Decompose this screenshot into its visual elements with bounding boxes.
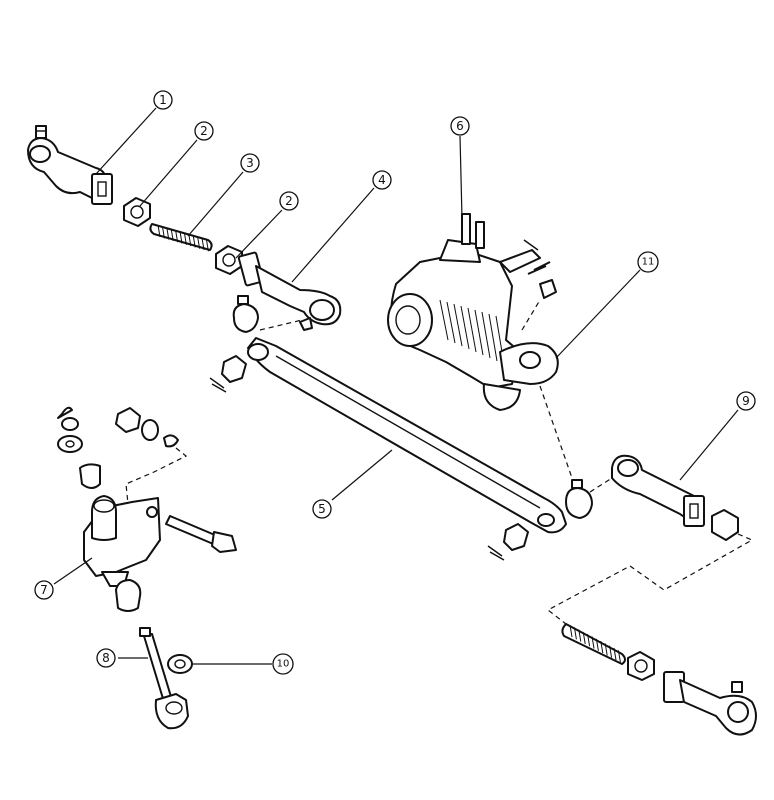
shading-line (453, 303, 463, 347)
svg-text:11: 11 (642, 257, 655, 268)
thread-line (175, 230, 179, 243)
leader-lines (53, 107, 739, 665)
center-link (209, 295, 593, 561)
callout-5: 5 (312, 499, 332, 519)
thread-line (188, 234, 192, 247)
thread-line (595, 638, 599, 651)
thread-line (600, 641, 604, 654)
thread-line (613, 647, 617, 661)
thread-line (578, 629, 582, 642)
callout-3: 3 (240, 153, 260, 173)
steering-gear-box (387, 213, 557, 411)
pitman-arm (499, 342, 559, 385)
adjusting-tube-right (561, 623, 626, 665)
thread-line (573, 627, 577, 640)
idler-bushing (167, 654, 193, 674)
lock-nut-upper (123, 197, 151, 227)
tie-rod-end-lower-right (663, 671, 757, 736)
lock-nut-right (627, 651, 655, 681)
adjusting-tube (149, 223, 213, 252)
svg-text:7: 7 (40, 583, 48, 597)
thread-line (170, 228, 174, 241)
svg-text:1: 1 (159, 93, 167, 107)
tie-rod-end-right (611, 454, 739, 541)
shading-line (467, 307, 477, 353)
callout-8: 8 (96, 648, 116, 668)
thread-line (569, 624, 573, 638)
assembly-lines (125, 299, 754, 625)
callout-11: 11 (637, 251, 659, 273)
shading-line (474, 309, 484, 356)
svg-text:2: 2 (200, 124, 208, 138)
callout-6: 6 (450, 116, 470, 136)
callout-4: 4 (372, 170, 392, 190)
callout-7: 7 (34, 580, 54, 600)
shading-line (460, 305, 470, 350)
thread-line (617, 650, 621, 663)
shading-line (481, 311, 491, 359)
callout-9: 9 (736, 391, 756, 411)
callout-2-upper: 2 (194, 121, 214, 141)
thread-line (183, 232, 187, 245)
thread-line (197, 236, 201, 249)
shading-line (439, 299, 449, 341)
idler-arm-bracket (83, 495, 161, 587)
callout-2-lower: 2 (279, 191, 299, 211)
svg-text:3: 3 (246, 156, 254, 170)
svg-text:8: 8 (102, 651, 110, 665)
thread-line (179, 231, 183, 244)
svg-text:5: 5 (318, 502, 326, 516)
thread-line (205, 239, 209, 252)
thread-line (192, 235, 196, 248)
thread-line (609, 645, 613, 658)
thread-line (604, 643, 608, 656)
shading-line (488, 313, 498, 362)
svg-text:2: 2 (285, 194, 293, 208)
svg-text:10: 10 (277, 659, 290, 670)
thread-line (157, 224, 161, 238)
thread-line (161, 226, 165, 239)
tie-rod-end-left-top (27, 125, 113, 205)
lock-nut-lower (215, 245, 243, 275)
callout-1: 1 (153, 90, 173, 110)
thread-line (591, 636, 595, 649)
thread-line (166, 227, 170, 240)
tie-rod-end-center (237, 251, 342, 331)
callout-10: 10 (272, 653, 294, 675)
thread-line (587, 634, 591, 647)
thread-line (582, 631, 586, 644)
svg-text:9: 9 (742, 394, 750, 408)
svg-text:4: 4 (378, 173, 386, 187)
bracket-small-parts (57, 406, 179, 612)
idler-bolt (165, 515, 237, 553)
shading-line (446, 301, 456, 344)
svg-text:6: 6 (456, 119, 464, 133)
idler-arm (139, 627, 189, 730)
thread-line (201, 237, 205, 251)
